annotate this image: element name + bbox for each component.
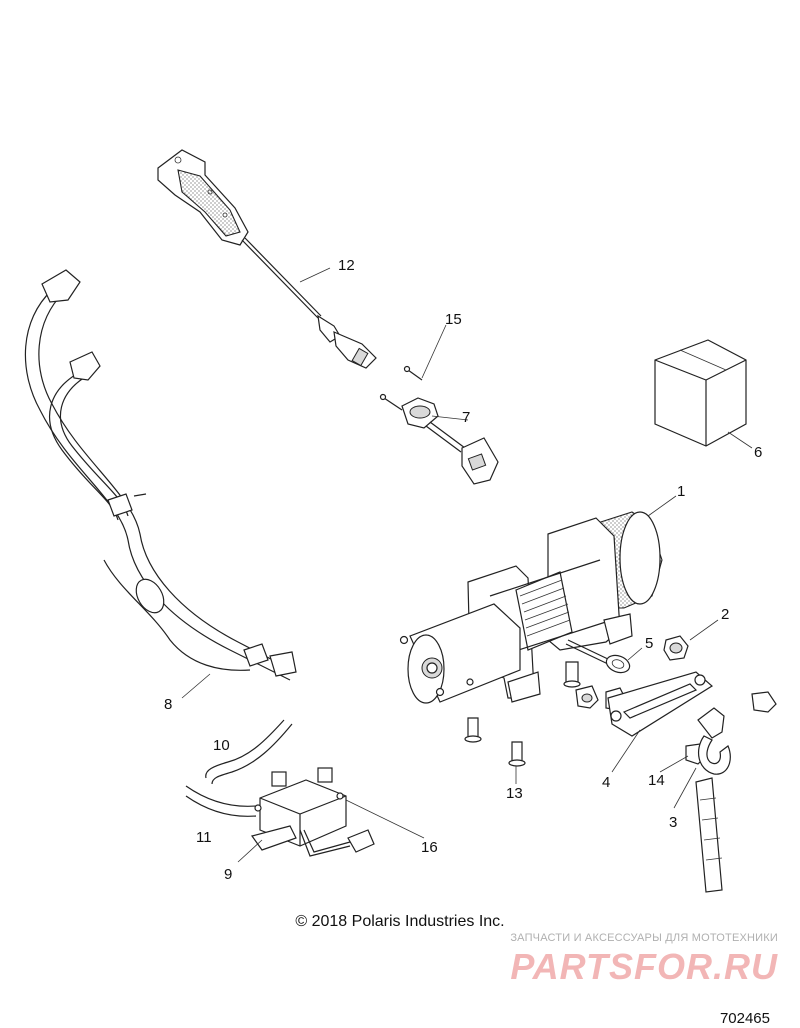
callout-4: 4	[602, 774, 611, 791]
callout-6: 6	[754, 444, 763, 461]
part-12-remote-control	[157, 149, 377, 369]
callout-leader-lines	[181, 267, 753, 863]
part-4-fairlead	[607, 671, 714, 737]
part-7-switch	[379, 393, 499, 485]
callout-8: 8	[164, 696, 173, 713]
callout-1: 1	[677, 483, 686, 500]
callout-11: 11	[196, 829, 212, 846]
copyright-notice: © 2018 Polaris Industries Inc.	[295, 913, 505, 930]
callout-13: 13	[506, 785, 523, 802]
callout-3: 3	[669, 814, 678, 831]
watermark-tagline: ЗАПЧАСТИ И АКСЕССУАРЫ ДЛЯ МОТОТЕХНИКИ	[510, 932, 778, 944]
parts-10-11-hoses	[185, 719, 293, 817]
callout-7: 7	[462, 409, 471, 426]
part-2-nut	[663, 635, 689, 661]
part-3-hook	[695, 707, 731, 893]
callout-10: 10	[213, 737, 230, 754]
callout-5: 5	[645, 635, 654, 652]
part-8-harness	[24, 269, 297, 681]
part-5-cable	[565, 639, 631, 674]
callout-2: 2	[721, 606, 730, 623]
part-15-pin	[403, 365, 423, 381]
callout-15: 15	[445, 311, 462, 328]
part-9-contactor	[251, 767, 375, 857]
callout-12: 12	[338, 257, 355, 274]
callout-14: 14	[648, 772, 665, 789]
callout-16: 16	[421, 839, 438, 856]
diagram-number: 702465	[719, 1010, 770, 1027]
callout-9: 9	[224, 866, 233, 883]
part-6-box	[654, 339, 747, 447]
watermark-logo: PARTSFOR.RU	[510, 946, 778, 987]
part-1-winch	[399, 511, 663, 704]
